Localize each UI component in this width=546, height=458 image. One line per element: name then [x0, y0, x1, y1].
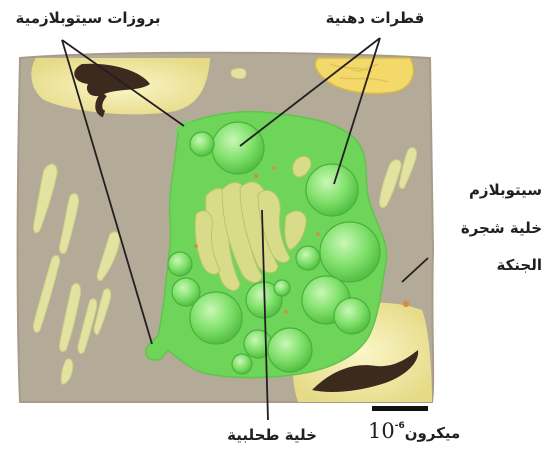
- scale-exponent: -6: [395, 421, 405, 431]
- scale-unit: ميكرون: [405, 424, 461, 442]
- pigment-granule: [403, 301, 409, 307]
- scale-number: 10: [368, 419, 395, 443]
- scale-bar: [372, 406, 428, 411]
- label-cytoplasmic-projections: بروزات سيتوبلازمية: [4, 11, 172, 26]
- label-pith-cell-line1: خلية شجرة: [440, 221, 542, 236]
- scale-label: 10-6ميكرون: [368, 421, 460, 442]
- label-cytoplasm: سيتوبلازم: [442, 183, 542, 198]
- label-pith-cell-line2: الجنكة: [440, 258, 542, 273]
- label-algal-cell: خلية طحلبية: [222, 428, 322, 443]
- label-oil-droplets: قطرات دهنية: [320, 11, 430, 26]
